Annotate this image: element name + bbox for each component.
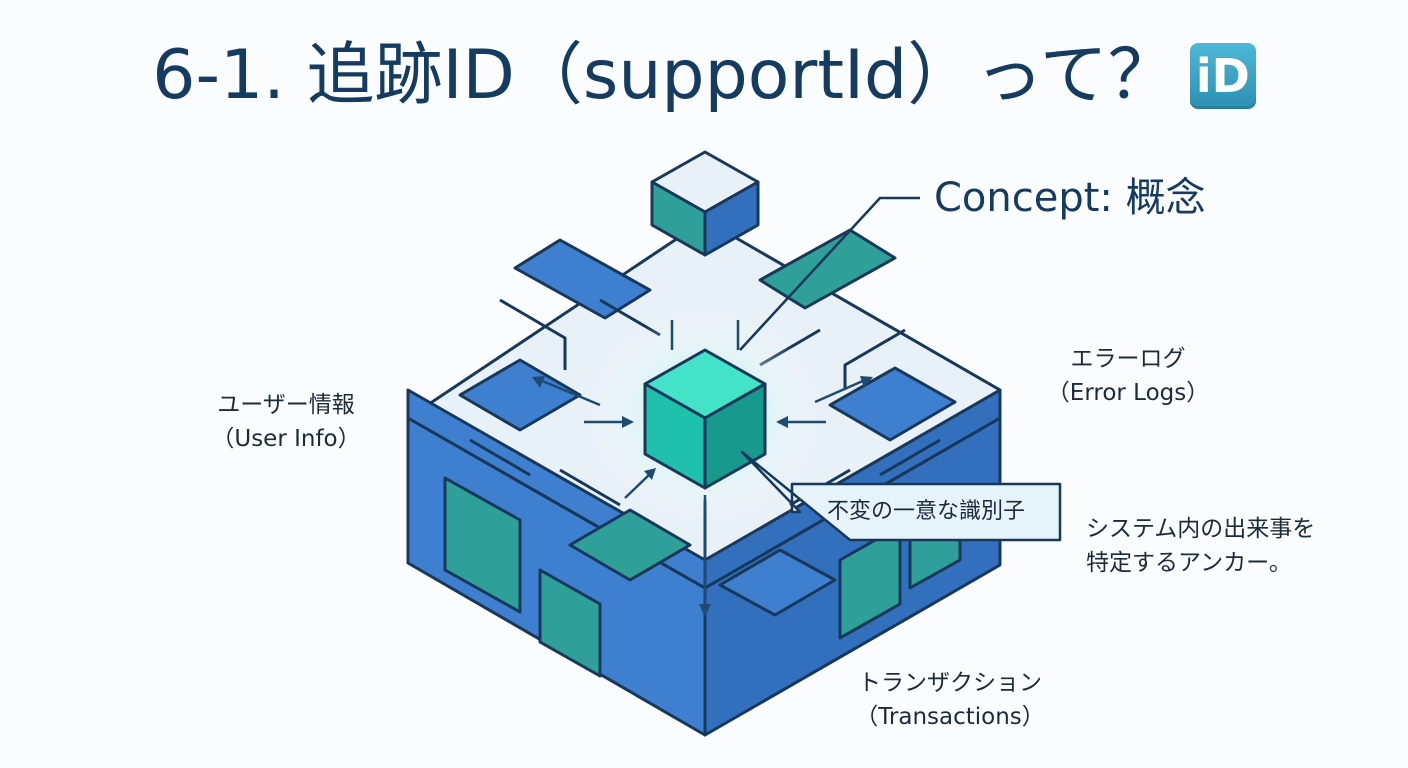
- transactions-label-jp: トランザクション: [834, 666, 1066, 700]
- description-label: システム内の出来事を 特定するアンカー。: [1086, 512, 1315, 580]
- description-line-1: システム内の出来事を: [1086, 512, 1315, 546]
- transactions-label-en: （Transactions）: [834, 700, 1066, 734]
- transactions-label: トランザクション （Transactions）: [834, 666, 1066, 734]
- concept-label: Concept: 概念: [934, 170, 1206, 226]
- user-info-label-jp: ユーザー情報: [196, 388, 376, 422]
- user-info-label-en: （User Info）: [196, 422, 376, 456]
- description-line-2: 特定するアンカー。: [1086, 546, 1315, 580]
- user-info-label: ユーザー情報 （User Info）: [196, 388, 376, 456]
- callout-text: 不変の一意な識別子: [792, 484, 1060, 540]
- error-logs-label-jp: エラーログ: [1038, 342, 1218, 376]
- top-cube: [652, 152, 758, 255]
- error-logs-label: エラーログ （Error Logs）: [1038, 342, 1218, 410]
- error-logs-label-en: （Error Logs）: [1038, 376, 1218, 410]
